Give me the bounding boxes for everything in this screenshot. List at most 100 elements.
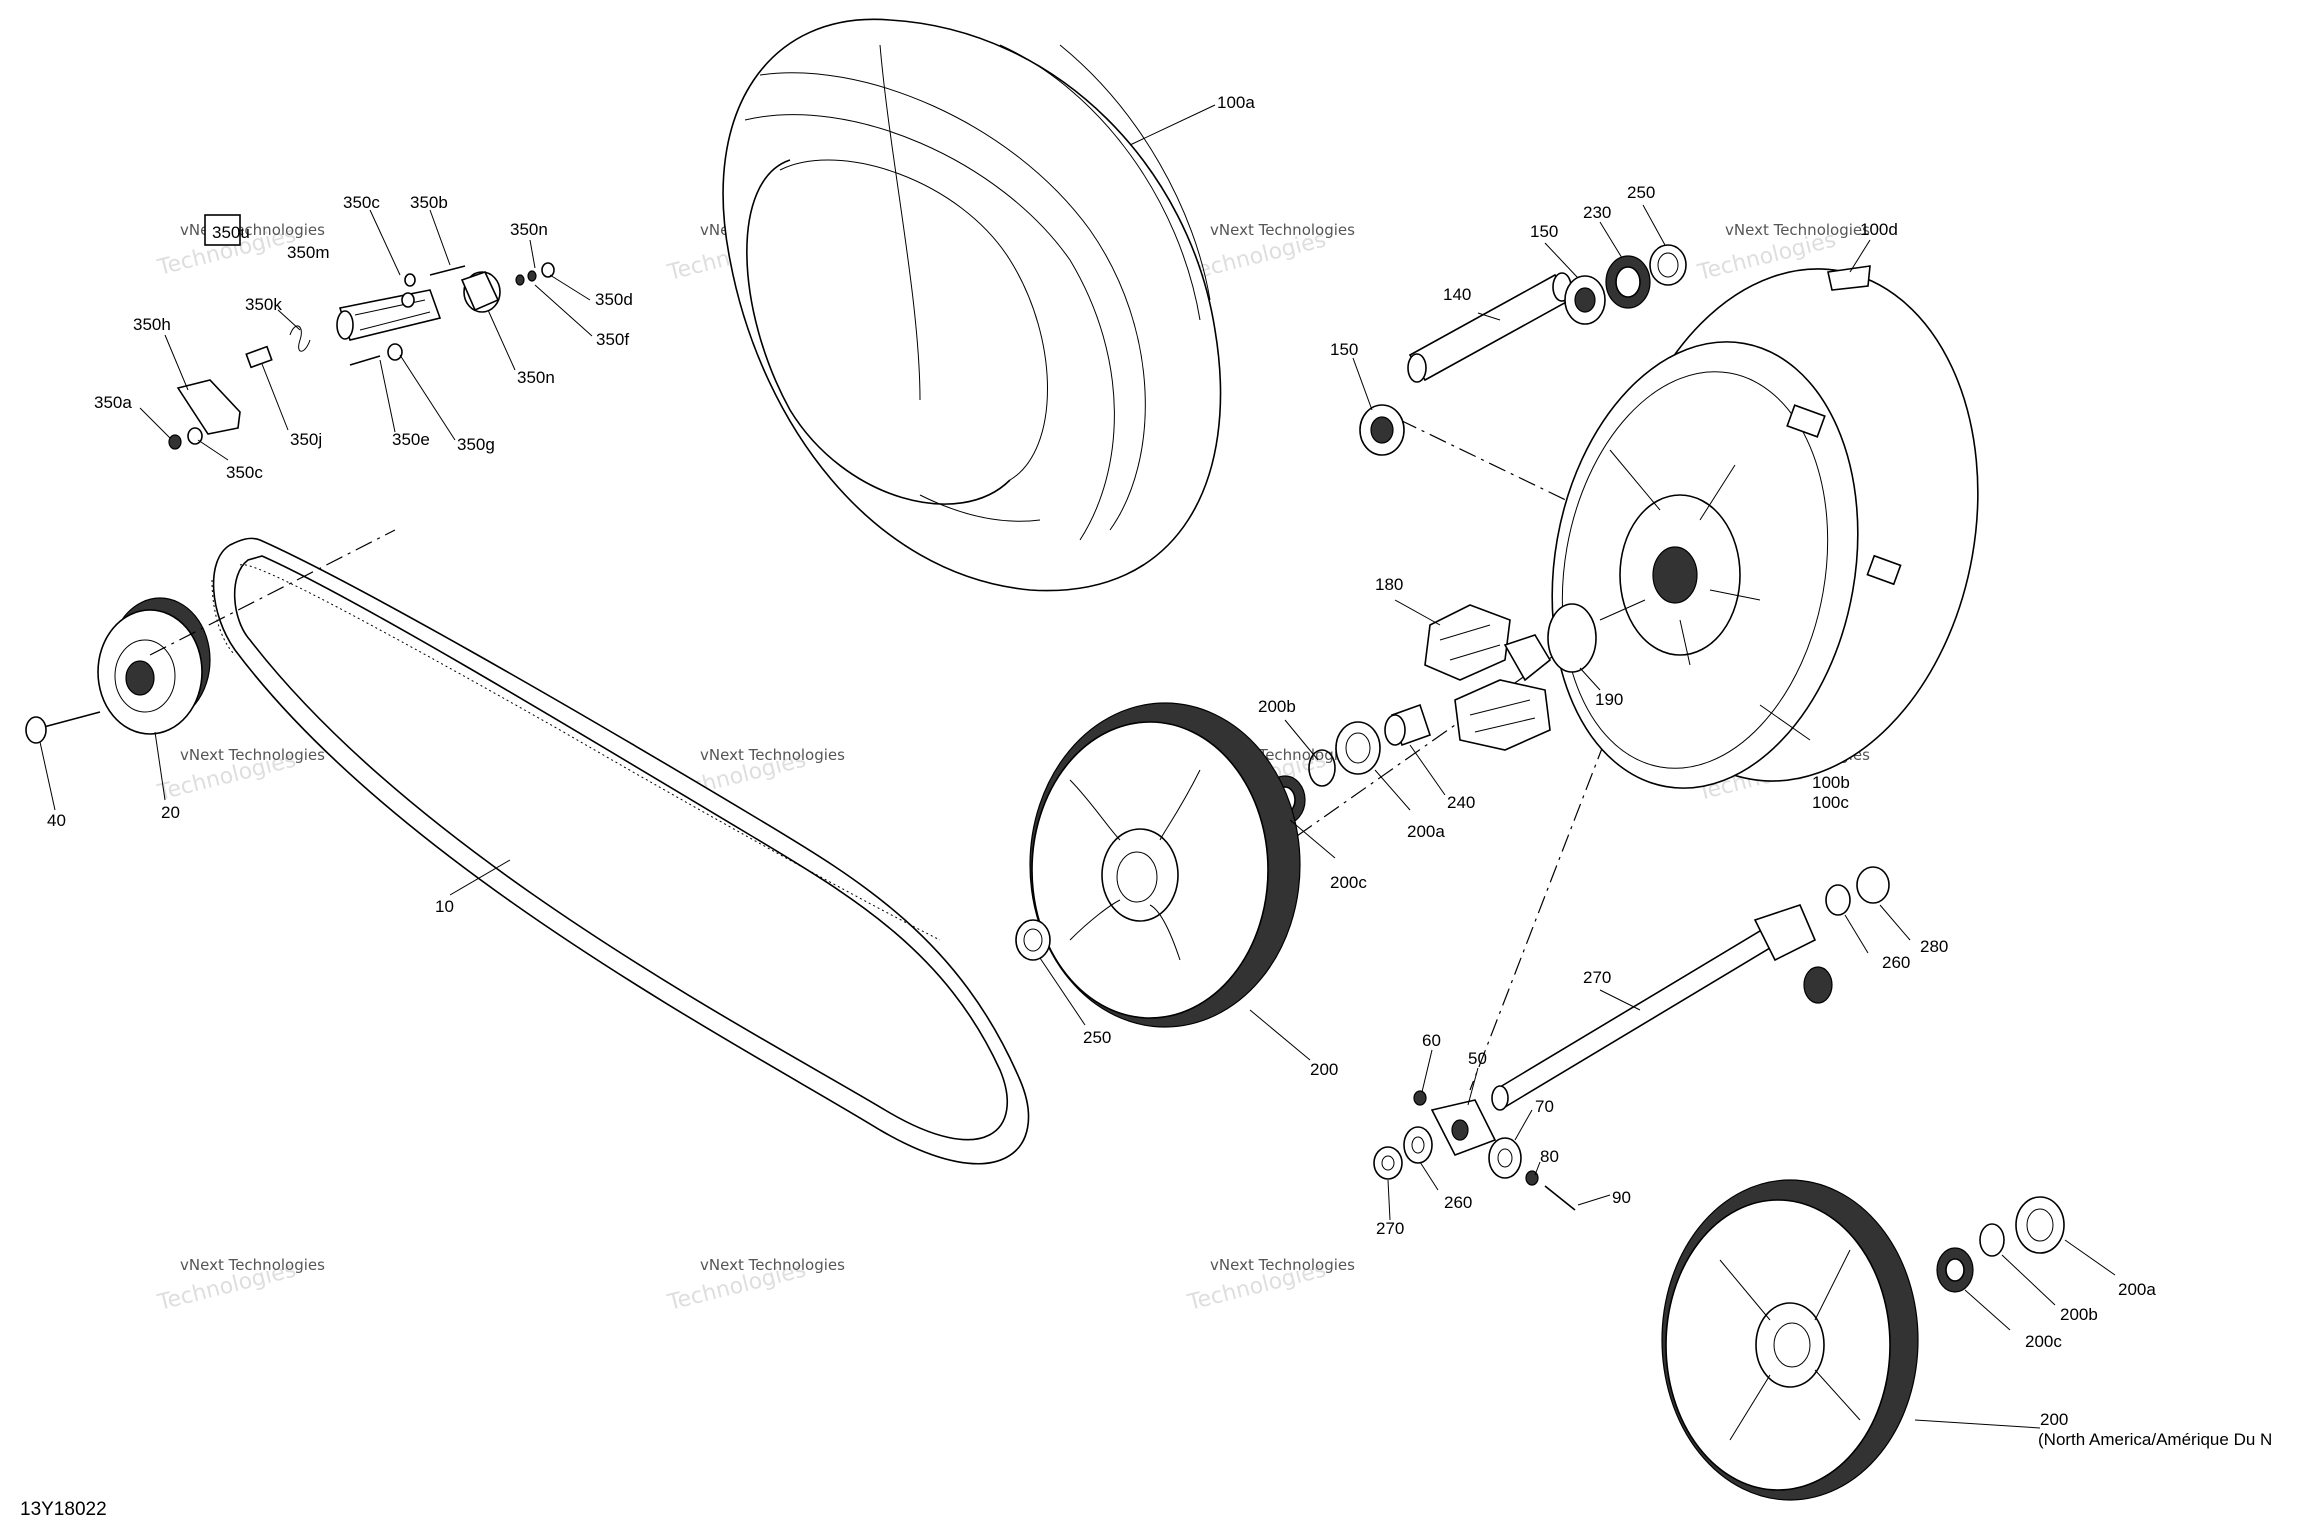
watermark: Technologies vNext Technologies [154, 1256, 325, 1316]
washer-260 [1403, 1126, 1433, 1164]
bolt-90 [1544, 1185, 1576, 1211]
svg-text:vNext Technologies: vNext Technologies [1210, 1256, 1355, 1274]
watermark: Technologies vNext Technologies [154, 746, 325, 806]
label-200c: 200c [2025, 1332, 2062, 1351]
label-280: 280 [1920, 937, 1948, 956]
label-200a: 200a [2118, 1280, 2156, 1299]
label-200c: 200c [1330, 873, 1367, 892]
label-350f: 350f [596, 330, 629, 349]
label-350c: 350c [343, 193, 380, 212]
bushing-200a [1335, 721, 1381, 775]
label-190: 190 [1595, 690, 1623, 709]
label-60: 60 [1422, 1031, 1441, 1050]
label-240: 240 [1447, 793, 1475, 812]
label-350b: 350b [410, 193, 448, 212]
label-50: 50 [1468, 1049, 1487, 1068]
label-100b: 100b [1812, 773, 1850, 792]
circlip-200b [1308, 749, 1336, 787]
label-180: 180 [1375, 575, 1403, 594]
bearing [1359, 404, 1405, 456]
label-350m: 350m [287, 243, 330, 262]
sprocket-bolt [25, 711, 101, 744]
label-350j: 350j [290, 430, 322, 449]
label-200: 200 [1310, 1060, 1338, 1079]
label-260: 260 [1882, 953, 1910, 972]
label-270: 270 [1376, 1219, 1404, 1238]
o-ring [1547, 603, 1597, 673]
label-100d: 100d [1860, 220, 1898, 239]
bearing [1564, 275, 1606, 325]
washer-70 [1488, 1137, 1522, 1179]
label-350h: 350h [133, 315, 171, 334]
reference-box [204, 214, 241, 246]
nut-60 [1413, 1090, 1427, 1106]
bushing-200a-b [2015, 1196, 2065, 1254]
label-350n: 350n [517, 368, 555, 387]
svg-text:vNext Technologies: vNext Technologies [700, 746, 845, 764]
watermark: Technologies vNext Technologies [664, 1256, 845, 1316]
label-250: 250 [1627, 183, 1655, 202]
figure-code: 13Y18022 [20, 1499, 107, 1520]
leader-lines [39, 104, 2116, 1429]
label-200a: 200a [1407, 822, 1445, 841]
label-350u: 350u [212, 223, 250, 242]
label-350a: 350a [94, 393, 132, 412]
axle-sleeve [1407, 272, 1572, 383]
sleeve-240 [1384, 703, 1432, 747]
spacer-250 [1015, 919, 1051, 961]
label-350d: 350d [595, 290, 633, 309]
label-350n: 350n [510, 220, 548, 239]
label-260: 260 [1444, 1193, 1472, 1212]
svg-text:vNext Technologies: vNext Technologies [700, 1256, 845, 1274]
label-250: 250 [1083, 1028, 1111, 1047]
axis-line-wheel-center [1219, 559, 1691, 891]
part-labels: 100a 140 150 150 230 250 100d 180 190 10… [20, 93, 2272, 1520]
label-100c: 100c [1812, 793, 1849, 812]
label-20: 20 [161, 803, 180, 822]
svg-text:vNext Technologies: vNext Technologies [1210, 221, 1355, 239]
label-350k: 350k [245, 295, 282, 314]
tensioner-assembly [168, 214, 555, 450]
damper-lower [1454, 634, 1552, 751]
label-140: 140 [1443, 285, 1471, 304]
tire [722, 18, 1222, 592]
label-10: 10 [435, 897, 454, 916]
label-150: 150 [1530, 222, 1558, 241]
rear-sprocket-na [1661, 1179, 1919, 1501]
label-100a: 100a [1217, 93, 1255, 112]
wheel-rim [1551, 268, 1979, 789]
spacer [1649, 244, 1687, 286]
label-40: 40 [47, 811, 66, 830]
label-70: 70 [1535, 1097, 1554, 1116]
label-200-note: (North America/Amérique Du N [2038, 1430, 2272, 1449]
svg-text:vNext Technologies: vNext Technologies [1725, 221, 1870, 239]
label-200b: 200b [2060, 1305, 2098, 1324]
label-150: 150 [1330, 340, 1358, 359]
label-270: 270 [1583, 968, 1611, 987]
axis-line-upper [149, 529, 396, 656]
svg-text:vNext Technologies: vNext Technologies [180, 221, 325, 239]
label-350g: 350g [457, 435, 495, 454]
watermark: Technologies vNext Technologies [1184, 1256, 1355, 1316]
label-350c: 350c [226, 463, 263, 482]
front-sprocket [97, 597, 211, 735]
nut-270 [1373, 1146, 1403, 1180]
adjuster-block [1430, 1099, 1497, 1156]
label-350e: 350e [392, 430, 430, 449]
svg-text:vNext Technologies: vNext Technologies [180, 1256, 325, 1274]
seal [1605, 255, 1651, 309]
label-200b: 200b [1258, 697, 1296, 716]
label-200: 200 [2040, 1410, 2068, 1429]
drive-belt [211, 537, 1030, 1165]
label-230: 230 [1583, 203, 1611, 222]
circlip-200b-b [1979, 1223, 2005, 1257]
watermark: Technologies vNext Technologies [1184, 221, 1355, 286]
label-80: 80 [1540, 1147, 1559, 1166]
label-90: 90 [1612, 1188, 1631, 1207]
axle-shaft [1491, 866, 1890, 1111]
cap-100d [1827, 265, 1871, 291]
damper-upper [1424, 604, 1511, 681]
rear-sprocket [1029, 702, 1301, 1028]
svg-text:vNext Technologies: vNext Technologies [180, 746, 325, 764]
